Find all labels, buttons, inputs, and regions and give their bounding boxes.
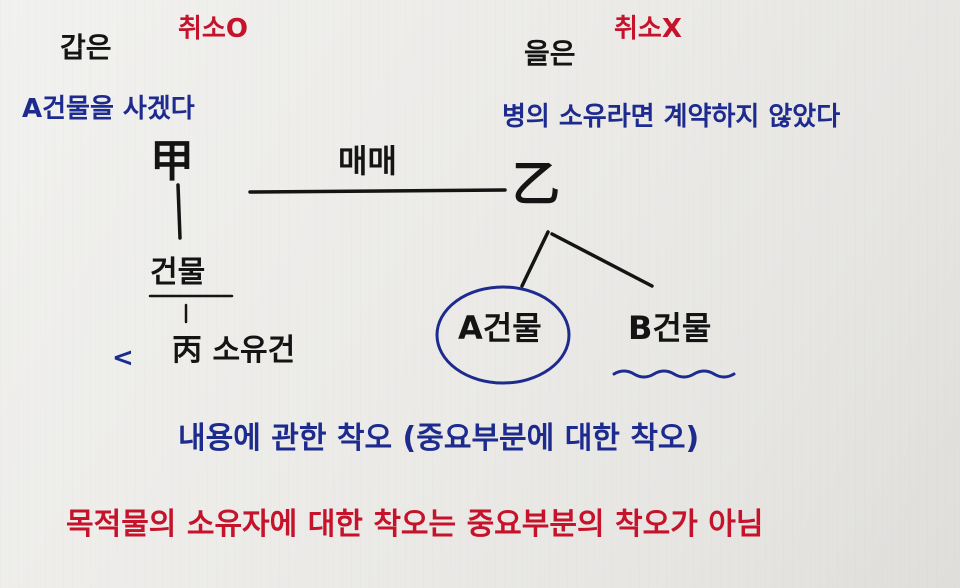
reason-prefix: < (112, 343, 134, 373)
conclusion-red-line: 목적물의 소유자에 대한 착오는 중요부분의 착오가 아님 (66, 507, 764, 542)
option-b-label: B건물 (628, 309, 712, 347)
right-party-node: 乙 (512, 156, 561, 212)
left-object: 건물 (150, 255, 206, 290)
branch-line-b (550, 232, 654, 288)
left-party-note: 취소O (178, 14, 248, 44)
left-party-node: 甲 (150, 136, 194, 187)
trunk-line-gap (176, 183, 182, 240)
branch-line-a (520, 230, 550, 288)
reason-text: 丙 소유건 (172, 333, 296, 368)
option-a-label: A건물 (458, 309, 542, 347)
conclusion-blue-line: 내용에 관한 착오 (중요부분에 대한 착오) (178, 421, 700, 456)
left-party-statement: A건물을 사겠다 (22, 94, 195, 124)
right-party-statement: 병의 소유라면 계약하지 않았다 (502, 102, 841, 132)
right-party-note: 취소X (614, 14, 682, 44)
contract-label: 매매 (338, 142, 397, 180)
left-party-name: 갑은 (60, 31, 112, 64)
right-party-name: 을은 (524, 37, 576, 70)
option-a-circle (435, 285, 571, 385)
contract-line (248, 188, 507, 194)
option-b-wavy-underline (612, 369, 736, 379)
